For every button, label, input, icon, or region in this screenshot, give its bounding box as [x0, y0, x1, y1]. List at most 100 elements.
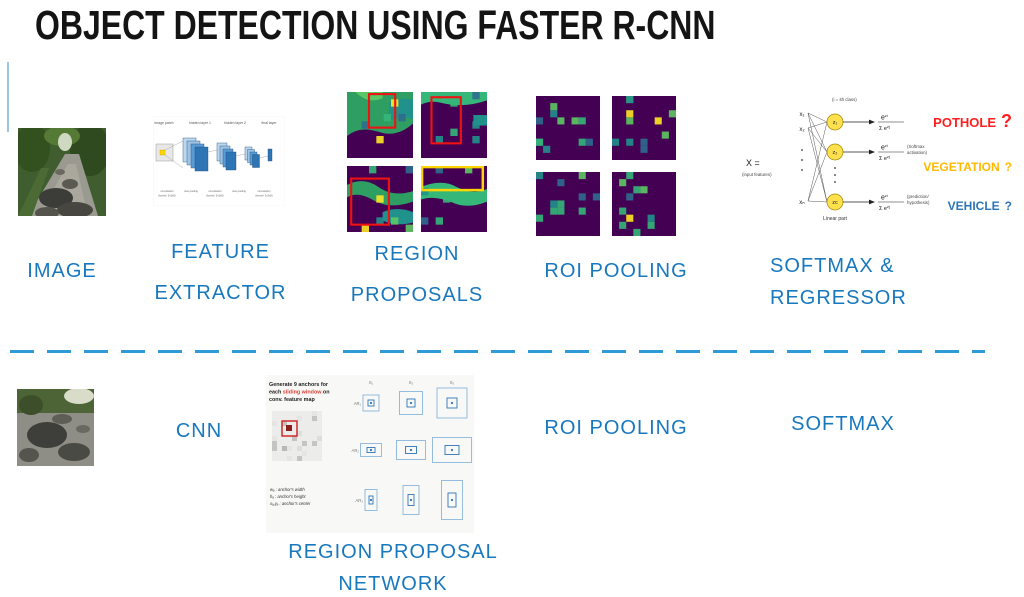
anchors-figure: Generate 9 anchors for each sliding wind…	[266, 375, 474, 533]
label-line: EXTRACTOR	[154, 282, 287, 304]
sliding-window-box	[281, 420, 298, 437]
question-mark: ?	[1004, 199, 1012, 213]
output-vegetation: VEGETATION?	[890, 160, 1012, 174]
roi-pooling-stage-label: ROI POOLING	[544, 260, 688, 282]
output-label: VEHICLE	[947, 199, 1000, 213]
feature-extractor-diagram: image patch hidden layer 1 hidden layer …	[153, 116, 285, 206]
fe-col-label: hidden layer 1	[189, 121, 211, 125]
prediction-note: (prediction/	[907, 194, 929, 199]
svg-text:(kernel: 3x3x8): (kernel: 3x3x8)	[206, 194, 223, 198]
conv-layer-group-3	[244, 146, 260, 168]
softmax-activation-note: activation)	[907, 150, 928, 155]
anchor-legend: hₐ : anchor's height	[270, 494, 306, 499]
rpn-caption: Generate 9 anchors for	[269, 382, 329, 388]
rpn-caption: conv. feature map	[269, 397, 315, 403]
output-arrows	[843, 119, 875, 205]
z-node-label: z₁	[833, 120, 838, 126]
feature-extractor-stage-label: FEATURE EXTRACTOR	[148, 232, 293, 314]
cnn-stage-label: CNN	[175, 420, 223, 442]
region-proposals-stage-label: REGION PROPOSALS	[337, 234, 497, 316]
input-node-label: x₁	[799, 112, 804, 118]
left-accent-line	[7, 62, 9, 132]
region-proposals-heatmaps	[347, 92, 487, 232]
anchor-legend: xₐ,yₐ : anchor's center	[269, 501, 311, 506]
final-layer-bar	[267, 148, 273, 162]
label-line: REGRESSOR	[770, 287, 907, 309]
scale-label: S₂	[409, 380, 414, 385]
svg-text:Σ ezj: Σ ezj	[879, 155, 890, 162]
heatmap-tile	[536, 172, 600, 236]
softmax-activation-note: (Softmax	[907, 144, 925, 149]
rpn-caption: each sliding window on	[269, 390, 330, 396]
roi-pooling-heatmaps	[536, 96, 676, 236]
svg-text:ezi: ezi	[881, 194, 888, 202]
input-node-label: xₙ	[799, 200, 805, 206]
aspect-ratio-label: AR₁	[354, 401, 362, 406]
connection-lines	[807, 112, 828, 203]
pothole-road-photo	[18, 128, 106, 216]
pothole-road-illustration	[18, 128, 106, 216]
roi-pooling-stage-label-bottom: ROI POOLING	[544, 417, 688, 439]
svg-text:(kernel: 3x3x8): (kernel: 3x3x8)	[255, 194, 272, 198]
label-line: FEATURE	[171, 241, 270, 263]
heatmap-tile	[421, 166, 487, 232]
svg-text:convolution: convolution	[257, 189, 271, 193]
linear-part-label: Linear part	[823, 216, 848, 222]
scale-label: S₁	[369, 380, 374, 385]
softmax-regressor-diagram: X = (input features) x₁ x₂ xₙ z₁ z₂ zc (…	[740, 92, 940, 242]
svg-text:convolution: convolution	[208, 189, 222, 193]
output-pothole: POTHOLE?	[890, 111, 1012, 132]
label-line: PROPOSALS	[350, 284, 484, 306]
svg-text:(kernel: 3x3x8): (kernel: 3x3x8)	[158, 194, 175, 198]
input-node-label: x₂	[799, 127, 805, 133]
aspect-ratio-label: AR₂	[352, 448, 360, 453]
svg-text:ezi: ezi	[881, 114, 888, 122]
label-line: SOFTMAX &	[770, 255, 895, 277]
scale-label: S₃	[450, 380, 455, 385]
softmax-stage-label-bottom: SOFTMAX	[791, 413, 895, 435]
softmax-formula: ezi Σ ezj	[878, 144, 904, 162]
heatmap-tile	[612, 96, 676, 160]
anchor-legend: wₐ : anchor's width	[270, 487, 305, 492]
heatmap-tile	[421, 92, 487, 158]
conv-layer-group-1	[182, 137, 209, 172]
heatmap-tile	[612, 172, 676, 236]
fe-col-label: final layer	[262, 121, 278, 125]
rpn-stage-label: REGION PROPOSAL NETWORK	[273, 536, 513, 597]
cnn-layers-figure: image patch hidden layer 1 hidden layer …	[153, 116, 285, 206]
svg-text:max pooling: max pooling	[184, 189, 199, 193]
label-line: REGION	[374, 243, 460, 265]
anchor-boxes	[360, 387, 472, 520]
fe-col-label: image patch	[154, 121, 173, 125]
label-line: REGION PROPOSAL	[288, 541, 498, 563]
svg-text:convolution: convolution	[160, 189, 174, 193]
z-node-label: z₂	[833, 150, 838, 156]
image-stage-label: IMAGE	[27, 260, 97, 282]
softmax-network-figure: X = (input features) x₁ x₂ xₙ z₁ z₂ zc (…	[740, 92, 940, 242]
conv-layer-group-2	[216, 142, 237, 171]
label-line: NETWORK	[338, 573, 448, 595]
region-proposal-network-diagram: Generate 9 anchors for each sliding wind…	[266, 375, 474, 533]
svg-text:ezi: ezi	[881, 144, 888, 152]
output-label: POTHOLE	[933, 115, 996, 130]
softmax-formula: ezi Σ ezj	[878, 194, 904, 212]
softmax-formula: ezi Σ ezj	[878, 114, 904, 132]
question-mark: ?	[1004, 160, 1012, 174]
x-equals-label: X =	[746, 158, 760, 168]
z-node-label: zc	[832, 200, 838, 206]
fe-op-labels: convolution (kernel: 3x3x8) max pooling …	[158, 189, 272, 198]
svg-text:Σ ezj: Σ ezj	[879, 205, 890, 212]
output-label: VEGETATION	[923, 160, 1000, 174]
heatmap-tile	[536, 96, 600, 160]
svg-text:max pooling: max pooling	[232, 189, 247, 193]
ith-class-note: (i = ith class)	[832, 97, 857, 102]
pothole-closeup-illustration	[17, 389, 94, 466]
page-title: OBJECT DETECTION USING FASTER R-CNN	[35, 2, 716, 48]
pothole-closeup-photo	[17, 389, 94, 466]
svg-text:Σ ezj: Σ ezj	[879, 125, 890, 132]
softmax-regressor-stage-label: SOFTMAX & REGRESSOR	[770, 250, 950, 314]
input-features-note: (input features)	[742, 172, 772, 177]
aspect-ratio-label: AR₃	[355, 498, 363, 503]
output-vehicle: VEHICLE?	[890, 199, 1012, 213]
